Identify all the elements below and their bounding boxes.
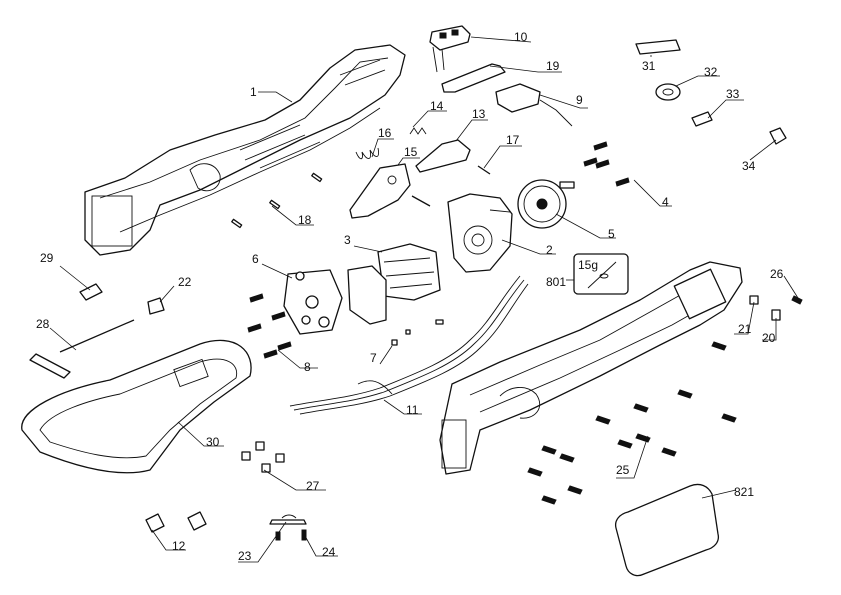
part-27-screws (241, 441, 285, 473)
callout-1: 1 (250, 85, 257, 99)
part-9-board (495, 83, 573, 127)
part-11-wire-harness (289, 275, 529, 415)
callout-8: 8 (304, 360, 311, 374)
callout-5: 5 (608, 227, 615, 241)
part-32-washer (655, 83, 681, 101)
part-14-spring (409, 127, 427, 135)
callout-33: 33 (726, 87, 740, 101)
callout-9: 9 (576, 93, 583, 107)
callout-801: 801 (546, 275, 566, 289)
part-13-trigger (415, 139, 471, 173)
part-34-cap (769, 127, 787, 145)
callout-32: 32 (704, 65, 718, 79)
callout-27: 27 (306, 479, 320, 493)
callout-20: 20 (762, 331, 776, 345)
callout-15: 15 (404, 145, 418, 159)
part-16-spring (355, 147, 379, 160)
grease-quantity-label: 15g (578, 258, 598, 272)
part-6-end-plate (283, 269, 343, 335)
callout-23: 23 (238, 549, 252, 563)
part-5-gear (517, 179, 575, 229)
callout-2: 2 (546, 243, 553, 257)
part-29-clip (79, 283, 103, 301)
assembled-tool (439, 261, 743, 475)
callout-24: 24 (322, 545, 336, 559)
callout-17: 17 (506, 133, 520, 147)
callout-21: 21 (738, 322, 752, 336)
callout-22: 22 (178, 275, 192, 289)
part-2-gear-housing (447, 193, 513, 273)
part-23-bracket (269, 514, 307, 525)
part-821-label-plate (614, 483, 720, 577)
callout-12: 12 (172, 539, 186, 553)
housing-pins (231, 172, 323, 229)
callout-30: 30 (206, 435, 220, 449)
callout-13: 13 (472, 107, 486, 121)
callout-29: 29 (40, 251, 54, 265)
callout-821: 821 (734, 485, 754, 499)
part-19-slide-bar (441, 63, 506, 93)
part-24-screws (275, 529, 307, 541)
part-17-pin (477, 165, 491, 175)
callout-labels: 1 2 3 4 5 6 7 8 9 10 11 12 13 14 15 16 1… (36, 30, 784, 563)
part-801-grease-box (573, 253, 629, 295)
callout-14: 14 (430, 99, 444, 113)
callout-31: 31 (642, 59, 656, 73)
callout-6: 6 (252, 252, 259, 266)
part-7-pins (391, 319, 444, 346)
callout-19: 19 (546, 59, 560, 73)
callout-10: 10 (514, 30, 528, 44)
callout-11: 11 (406, 403, 419, 417)
callout-16: 16 (378, 126, 392, 140)
callout-34: 34 (742, 159, 756, 173)
part-26-screw (791, 295, 803, 305)
part-31-plate (635, 39, 681, 55)
part-3-motor (347, 243, 441, 325)
callout-25: 25 (616, 463, 630, 477)
callout-4: 4 (662, 195, 669, 209)
part-12-caps (145, 511, 207, 533)
callout-3: 3 (344, 233, 351, 247)
leader-lines (49, 36, 799, 563)
part-15-lever (349, 163, 411, 219)
part-10-switch (429, 25, 471, 73)
part-33-plug (691, 111, 713, 127)
callout-7: 7 (370, 351, 377, 365)
callout-28: 28 (36, 317, 50, 331)
callout-18: 18 (298, 213, 312, 227)
part-8-screws (247, 293, 292, 359)
pin-loose (411, 195, 431, 207)
callout-26: 26 (770, 267, 784, 281)
part-1-housing-half (84, 44, 406, 256)
part-30-base-frame (21, 339, 252, 474)
